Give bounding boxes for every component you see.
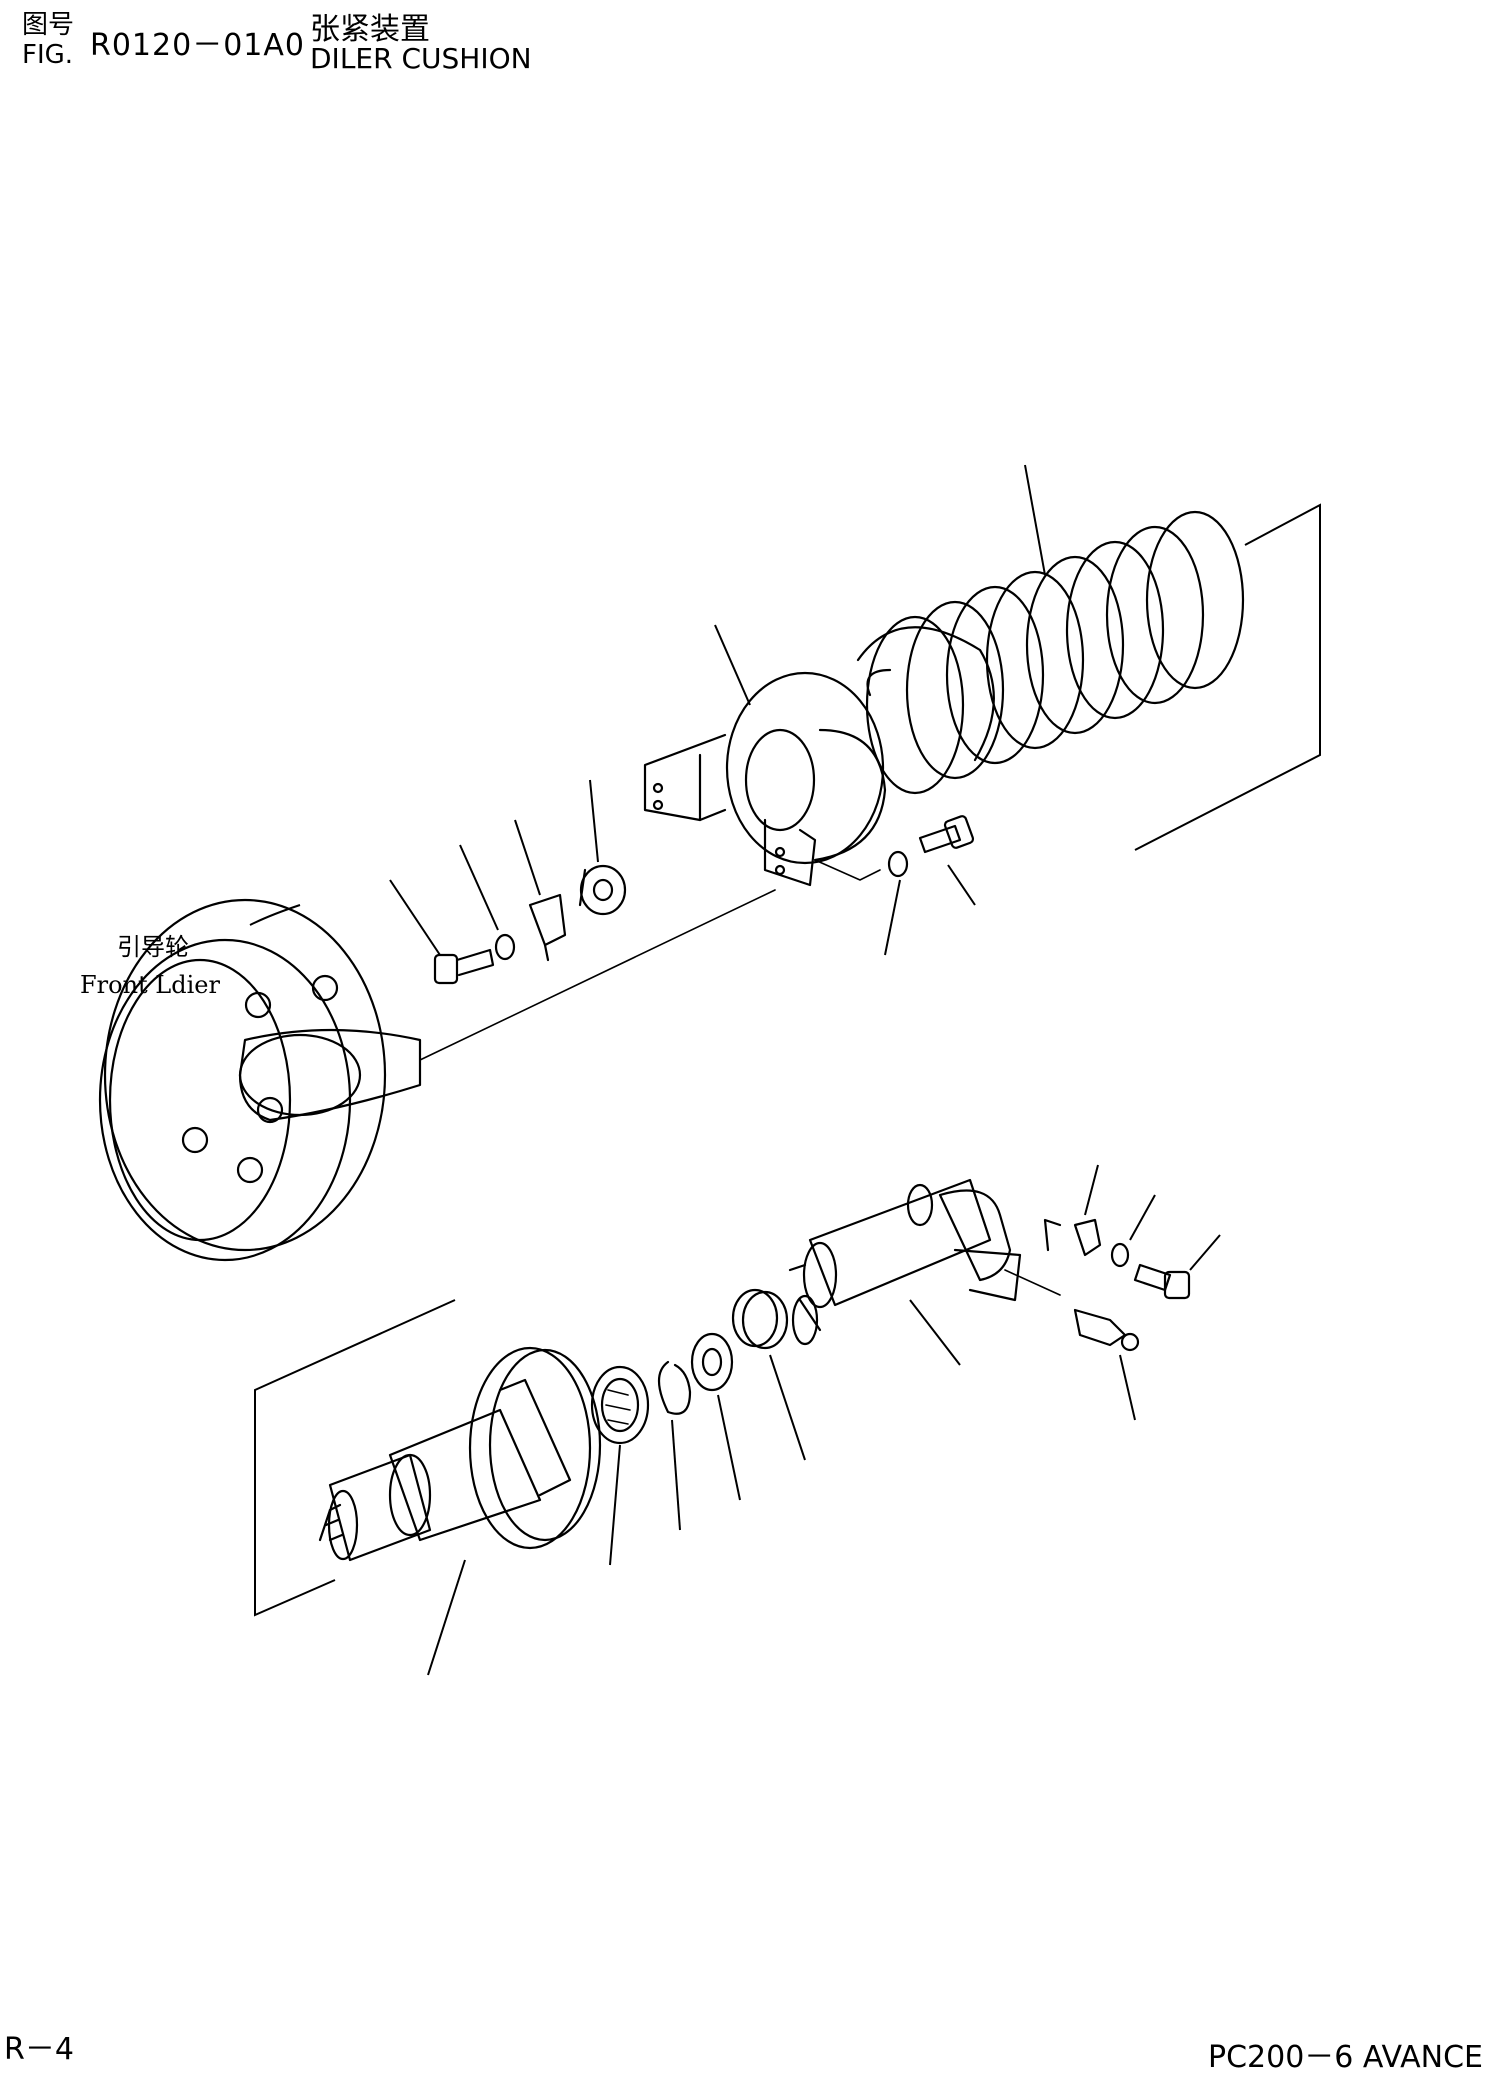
bracket-lower-left	[254, 1299, 456, 1617]
bolt-right	[1133, 1263, 1191, 1300]
leader-washer-yoke	[884, 879, 901, 956]
front-idler-label-en: Front Ldier	[80, 971, 220, 999]
idler-axis-line	[419, 889, 776, 1061]
leader-clip-right	[1084, 1164, 1099, 1216]
leader-washer-right	[1129, 1194, 1156, 1241]
lock-plate	[528, 893, 567, 962]
title-en: DILER CUSHION	[310, 42, 532, 75]
leader-bolt-right	[1189, 1234, 1221, 1271]
leader-lock-plate	[514, 819, 541, 896]
model-name: PC200－6 AVANCE	[1208, 2040, 1483, 2075]
figure-label-cn: 图号	[22, 10, 75, 40]
seal-ring	[690, 1332, 734, 1392]
leader-seal-ring	[717, 1394, 741, 1501]
leader-front-idler	[249, 904, 301, 926]
leader-bushing	[609, 1444, 621, 1566]
snap-ring	[657, 1360, 692, 1415]
leader-nut	[589, 779, 599, 863]
yoke-axis-line	[814, 859, 881, 881]
leader-bolt-yoke	[947, 864, 976, 906]
piston-rod	[318, 1346, 602, 1562]
leader-cylinder	[909, 1299, 961, 1366]
figure-number: R0120－01A0	[90, 28, 305, 63]
bolt-yoke	[918, 815, 975, 854]
cylinder	[788, 1178, 1022, 1346]
cylinder-axis-line	[1004, 1269, 1061, 1296]
leader-piston-rod	[427, 1559, 466, 1676]
leader-washer-left	[459, 844, 499, 931]
clip-right	[1043, 1218, 1102, 1257]
washer-right	[1110, 1242, 1130, 1268]
washer-left	[494, 933, 516, 961]
front-idler-label-cn: 引导轮	[117, 933, 189, 961]
leader-bolt-left	[389, 879, 441, 956]
collar	[731, 1288, 789, 1350]
front-idler	[98, 898, 422, 1262]
yoke	[643, 671, 887, 887]
leader-snap-ring	[671, 1419, 681, 1531]
washer-yoke	[887, 850, 909, 878]
page-id: R－4	[4, 2032, 74, 2067]
bushing	[590, 1365, 650, 1445]
bracket-upper-right	[1134, 503, 1321, 851]
grease-fitting	[1073, 1308, 1140, 1352]
nut	[578, 864, 627, 916]
leader-spring	[1024, 464, 1046, 576]
leader-yoke	[714, 624, 751, 706]
recoil-spring	[856, 510, 1245, 795]
leader-collar	[769, 1354, 806, 1461]
leader-grease-fitting	[1119, 1354, 1136, 1421]
bolt-left	[433, 948, 495, 985]
figure-label-en: FIG.	[22, 40, 74, 70]
title-cn: 张紧装置	[310, 12, 430, 47]
